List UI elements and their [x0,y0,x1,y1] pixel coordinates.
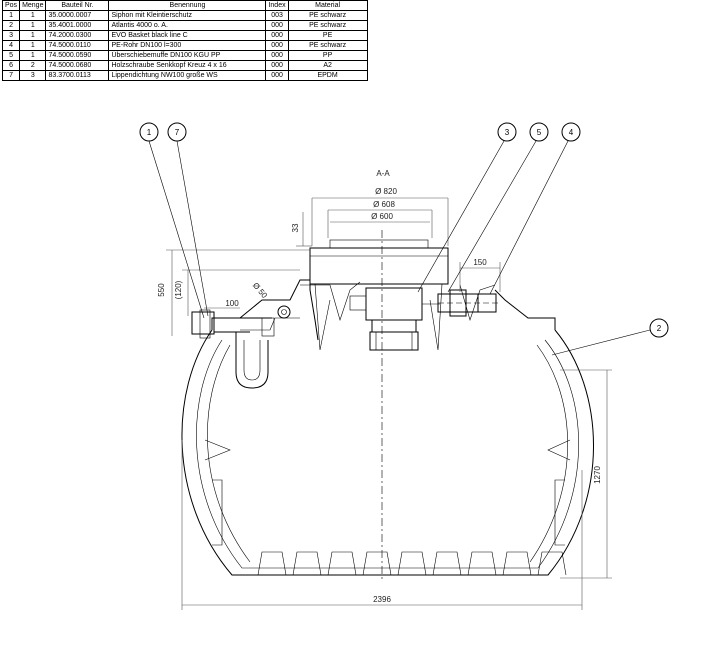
dimension-lines [166,197,612,610]
inlet-siphon [191,305,291,389]
floor-rib [292,551,322,576]
floor-rib [327,551,357,576]
tank-floor-ribs [257,551,567,576]
svg-text:3: 3 [505,128,510,137]
balloon-3: 3 [417,122,517,293]
floor-rib [257,551,287,576]
svg-text:7: 7 [175,128,180,137]
parts-list-header-row: Pos Menge Bauteil Nr. Benennung Index Ma… [1,0,368,11]
balloon-5: 5 [447,122,549,293]
balloon-2: 2 [551,318,669,356]
dim-tank-width: 2396 [373,595,391,604]
dim-dia-820: Ø 820 [375,187,397,196]
dim-inlet-offset: 100 [225,299,239,308]
balloon-7: 7 [167,122,209,317]
dim-dia-608: Ø 608 [373,200,395,209]
floor-rib [362,551,392,576]
filter-basket [349,287,440,351]
manhole-collar [309,230,449,580]
balloon-4: 4 [489,122,581,295]
floor-rib [502,551,532,576]
dim-pipe-diameter: Ø 50 [251,281,269,300]
floor-rib [397,551,427,576]
outlet-pipe [437,289,500,317]
floor-rib [537,551,567,576]
dim-outlet-offset: 150 [473,258,487,267]
dim-inlet-height: 550 [157,283,166,297]
floor-rib [467,551,497,576]
dim-dia-600: Ø 600 [371,212,393,221]
balloon-1: 1 [139,122,205,319]
parts-list-cell: 000 [265,70,289,81]
tank-body [181,279,594,576]
dim-tank-height: 1270 [593,466,602,484]
svg-text:1: 1 [147,128,152,137]
svg-text:5: 5 [537,128,542,137]
svg-text:4: 4 [569,128,574,137]
section-label: A-A [376,169,390,178]
parts-list-table: Pos Menge Bauteil Nr. Benennung Index Ma… [1,0,368,81]
dim-collar-height: 33 [291,223,300,232]
svg-text:2: 2 [657,324,662,333]
parts-list-cell: 3 [19,70,47,81]
floor-rib [432,551,462,576]
parts-list-cell: EPDM [287,70,368,81]
dim-inlet-height-ref: (120) [174,280,183,299]
